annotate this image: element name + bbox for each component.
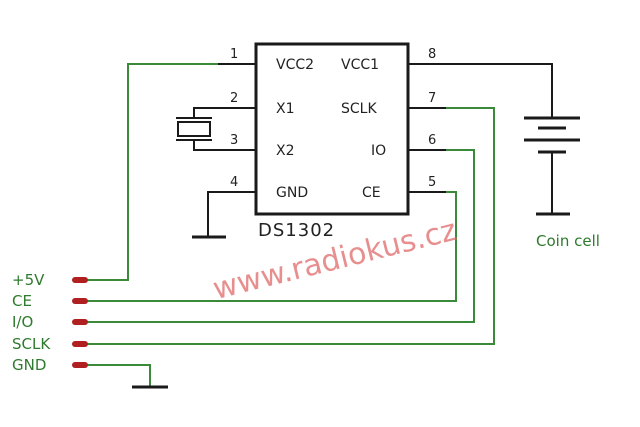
pin4-number: 4 xyxy=(230,175,238,190)
pin3-label: X2 xyxy=(276,143,295,159)
connector-label-5v: +5V xyxy=(12,271,45,289)
connector-label-ce: CE xyxy=(12,292,32,310)
connector-pad-ce xyxy=(72,298,88,304)
crystal-body xyxy=(177,121,211,137)
coin-cell-label: Coin cell xyxy=(536,232,600,250)
pin5-label: CE xyxy=(362,185,381,201)
pin6-number: 6 xyxy=(428,133,436,148)
wire-ce xyxy=(84,191,457,302)
chip-gnd-wire xyxy=(207,191,218,236)
pin8-number: 8 xyxy=(428,47,436,62)
pin4-label: GND xyxy=(276,185,308,201)
pin8-label: VCC1 xyxy=(341,57,379,73)
wire-sclk xyxy=(84,107,495,345)
wire-vcc2-to-5v xyxy=(84,63,218,281)
connector-pad-io xyxy=(72,319,88,325)
connector-label-gnd: GND xyxy=(12,356,46,374)
connector-label-sclk: SCLK xyxy=(12,335,51,353)
wire-vcc1-to-battery xyxy=(446,63,553,118)
connector-pad-5v xyxy=(72,277,88,283)
pin7-label: SCLK xyxy=(341,101,377,117)
connector-label-io: I/O xyxy=(12,313,33,331)
connector-pad-gnd xyxy=(72,362,88,368)
pin2-label: X1 xyxy=(276,101,295,117)
chip-name: DS1302 xyxy=(258,220,335,241)
wire-gnd xyxy=(84,364,151,386)
pin6-label: IO xyxy=(371,143,386,159)
pin7-number: 7 xyxy=(428,91,436,106)
pin5-number: 5 xyxy=(428,175,436,190)
crystal-wire-top xyxy=(193,107,218,118)
crystal-wire-bottom xyxy=(193,140,218,151)
connector-pad-sclk xyxy=(72,341,88,347)
pin2-number: 2 xyxy=(230,91,238,106)
pin1-label: VCC2 xyxy=(276,57,314,73)
pin1-number: 1 xyxy=(230,47,238,62)
ic-body xyxy=(254,42,410,216)
wire-io xyxy=(84,149,475,323)
pin3-number: 3 xyxy=(230,133,238,148)
